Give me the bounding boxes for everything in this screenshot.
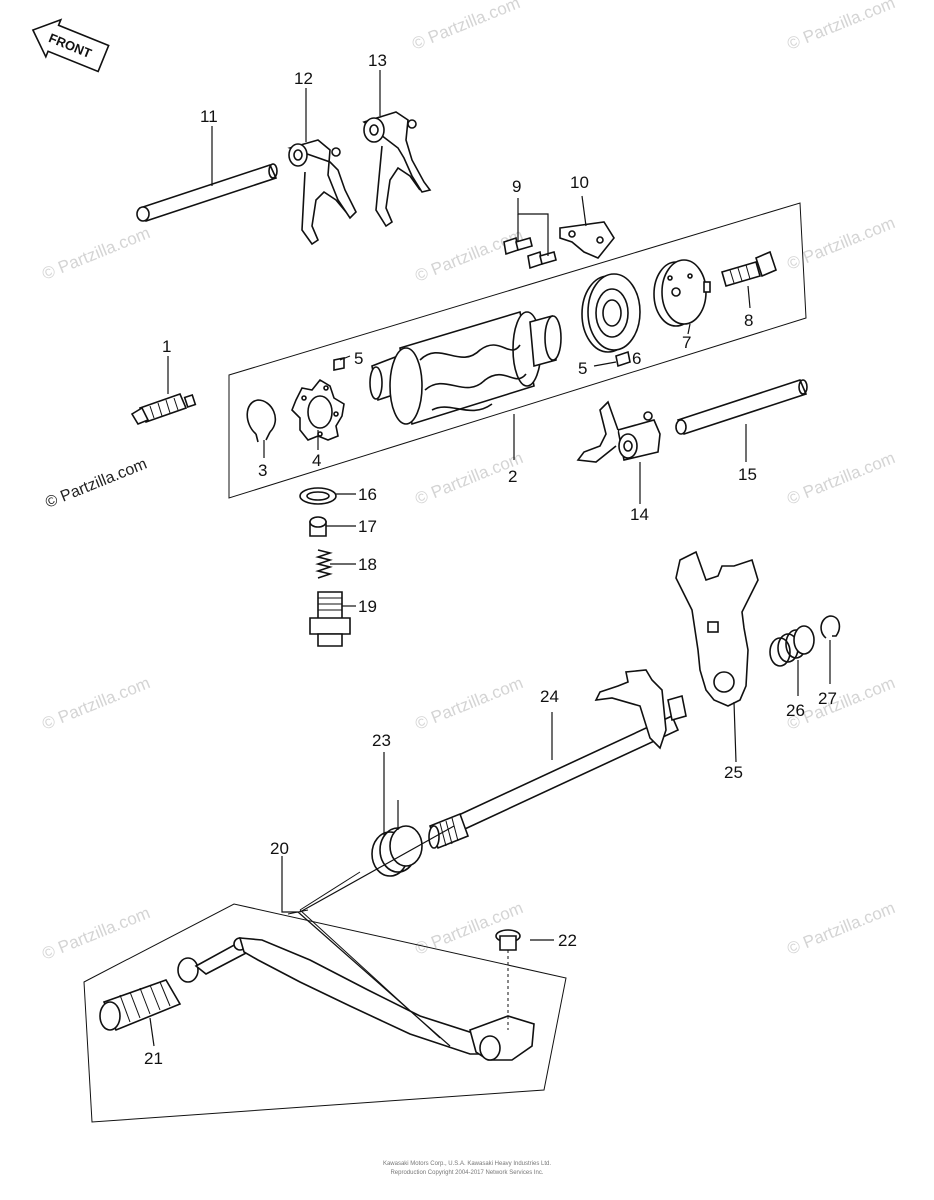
fork-shaft-11 [136,163,278,222]
watermark-dark: © Partzilla.com [43,456,149,512]
watermark: © Partzilla.com [39,223,152,284]
pin-5-upper [333,357,345,371]
callout-6: 6 [632,349,641,368]
callout-20: 20 [270,839,289,858]
drum-assembly-outline [228,202,807,499]
pin-plate-4 [291,378,345,441]
pedal-assembly-outline [83,903,567,1123]
pedal-rubber-21 [99,957,199,1032]
shift-drum-2 [369,310,562,426]
callout-24: 24 [540,687,559,706]
neutral-switch-1 [130,392,197,425]
screws-9 [503,236,557,270]
shift-fork-14 [576,400,661,463]
shift-fork-12 [287,139,357,246]
front-arrow: FRONT [31,18,110,73]
cam-7 [653,259,711,327]
callout-5-upper: 5 [354,349,363,368]
pin-5-lower [615,350,631,368]
callout-23: 23 [372,731,391,750]
shift-arm-plate-25 [675,550,759,707]
callout-5-lower: 5 [578,359,587,378]
callout-16: 16 [358,485,377,504]
circlip-27 [820,615,841,639]
watermark: © Partzilla.com [409,0,522,54]
watermark: © Partzilla.com [412,673,525,734]
callout-labels: 1 2 3 4 5 5 6 7 8 9 10 11 12 13 14 15 16… [144,51,837,1068]
circlip-3 [246,399,276,443]
copyright-line-2: Reproduction Copyright 2004-2017 Network… [390,1170,543,1176]
callout-2: 2 [508,467,517,486]
callout-4: 4 [312,451,321,470]
callout-9: 9 [512,177,521,196]
watermark: © Partzilla.com [39,673,152,734]
callout-14: 14 [630,505,649,524]
callout-21: 21 [144,1049,163,1068]
watermark: © Partzilla.com [784,0,897,54]
watermark: © Partzilla.com [412,225,525,286]
callout-8: 8 [744,311,753,330]
watermark: © Partzilla.com [784,448,897,509]
callout-25: 25 [724,763,743,782]
callout-18: 18 [358,555,377,574]
callout-3: 3 [258,461,267,480]
leader-lines [149,70,831,1047]
callout-17: 17 [358,517,377,536]
bolt-22 [495,929,521,1030]
fork-shaft-15 [675,379,808,435]
callout-12: 12 [294,69,313,88]
plate-10 [559,221,615,259]
callout-11: 11 [200,107,218,126]
callout-10: 10 [570,173,589,192]
bearing-6 [581,273,641,353]
callout-7: 7 [682,333,691,352]
callout-13: 13 [368,51,387,70]
callout-1: 1 [162,337,171,356]
callout-19: 19 [358,597,377,616]
callout-26: 26 [786,701,805,720]
spring-18 [315,549,333,579]
plug-19 [309,591,351,647]
spring-26 [769,625,815,667]
copyright-footer: Kawasaki Motors Corp., U.S.A. Kawasaki H… [383,1161,551,1176]
shift-pedal-20 [194,937,535,1061]
watermark: © Partzilla.com [784,898,897,959]
washer-16 [299,487,337,505]
callout-27: 27 [818,689,837,708]
return-spring-23 [371,796,423,877]
shift-fork-13 [362,111,432,228]
pin-17 [309,516,327,537]
bolt-8 [721,250,777,287]
callout-22: 22 [558,931,577,950]
callout-15: 15 [738,465,757,484]
copyright-line-1: Kawasaki Motors Corp., U.S.A. Kawasaki H… [383,1161,551,1167]
